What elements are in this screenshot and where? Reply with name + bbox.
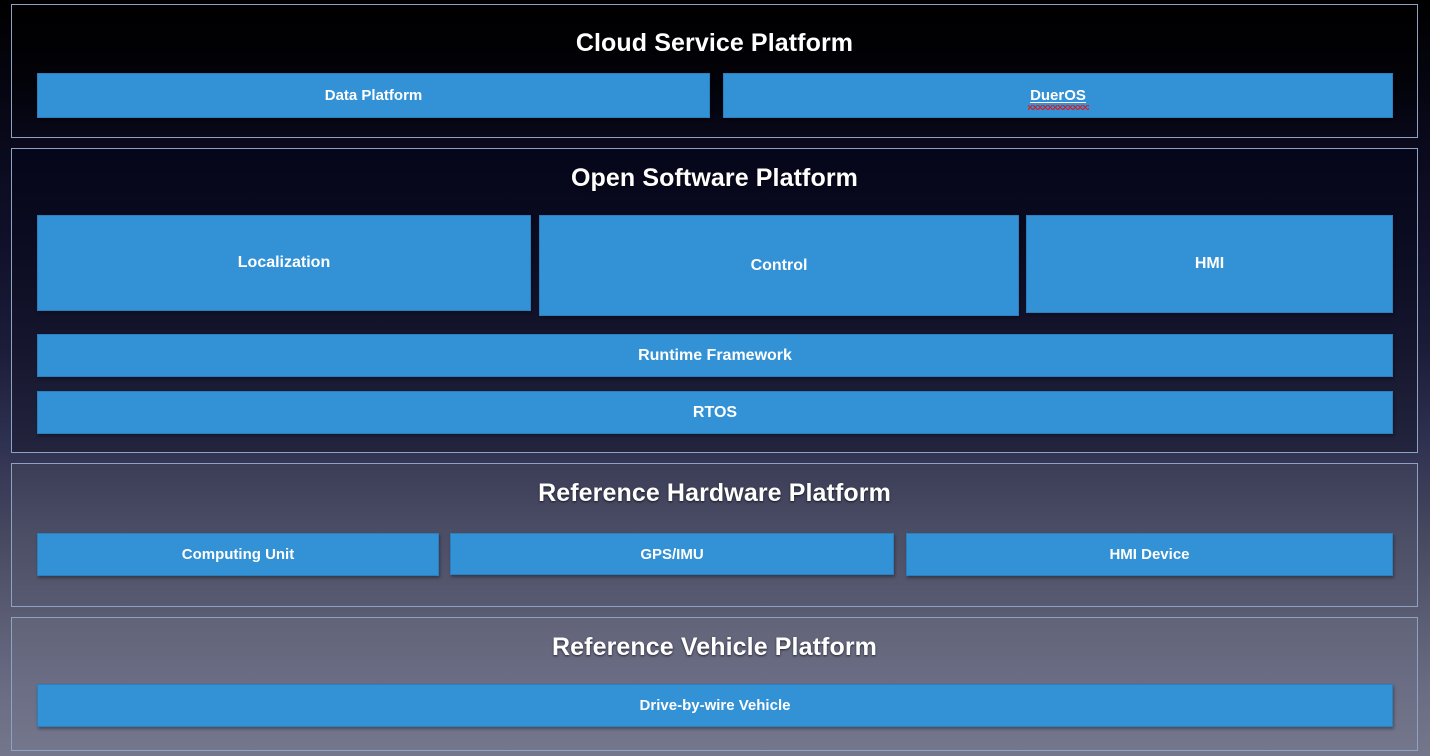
section-open-software-platform: Open Software Platform Localization Cont… (11, 148, 1418, 453)
tile-label-hmi: HMI (1194, 255, 1225, 272)
tile-hmi-device[interactable]: HMI Device (906, 533, 1393, 576)
tile-label-hmi-device: HMI Device (1109, 546, 1190, 563)
tile-dueros[interactable]: DuerOS (723, 73, 1393, 118)
tile-drive-by-wire-vehicle[interactable]: Drive-by-wire Vehicle (37, 684, 1393, 727)
section-title-reference-vehicle-platform: Reference Vehicle Platform (552, 633, 877, 661)
tile-data-platform[interactable]: Data Platform (37, 73, 710, 118)
section-reference-vehicle-platform: Reference Vehicle Platform Drive-by-wire… (11, 617, 1418, 751)
tile-label-drive-by-wire-vehicle: Drive-by-wire Vehicle (639, 697, 791, 714)
tile-label-computing-unit: Computing Unit (181, 546, 295, 563)
section-title-open-software-platform: Open Software Platform (571, 164, 858, 192)
tile-label-rtos: RTOS (692, 403, 738, 421)
section-reference-hardware-platform: Reference Hardware Platform Computing Un… (11, 463, 1418, 607)
tile-rtos[interactable]: RTOS (37, 391, 1393, 434)
tile-localization[interactable]: Localization (37, 215, 531, 311)
tile-gps-imu[interactable]: GPS/IMU (450, 533, 894, 575)
tile-label-control: Control (750, 256, 808, 274)
tile-hmi[interactable]: HMI (1026, 215, 1393, 313)
section-title-cloud-service-platform: Cloud Service Platform (575, 29, 854, 57)
tile-label-runtime-framework: Runtime Framework (638, 346, 792, 364)
tile-label-gps-imu: GPS/IMU (640, 545, 704, 563)
section-cloud-service-platform: Cloud Service Platform Data Platform Due… (11, 4, 1418, 138)
tile-label-dueros: DuerOS (1028, 87, 1089, 110)
section-title-reference-hardware-platform: Reference Hardware Platform (538, 479, 891, 507)
tile-label-data-platform: Data Platform (324, 87, 423, 104)
tile-control[interactable]: Control (539, 215, 1019, 316)
tile-computing-unit[interactable]: Computing Unit (37, 533, 439, 576)
tile-runtime-framework[interactable]: Runtime Framework (37, 334, 1393, 377)
tile-label-localization: Localization (237, 254, 331, 271)
